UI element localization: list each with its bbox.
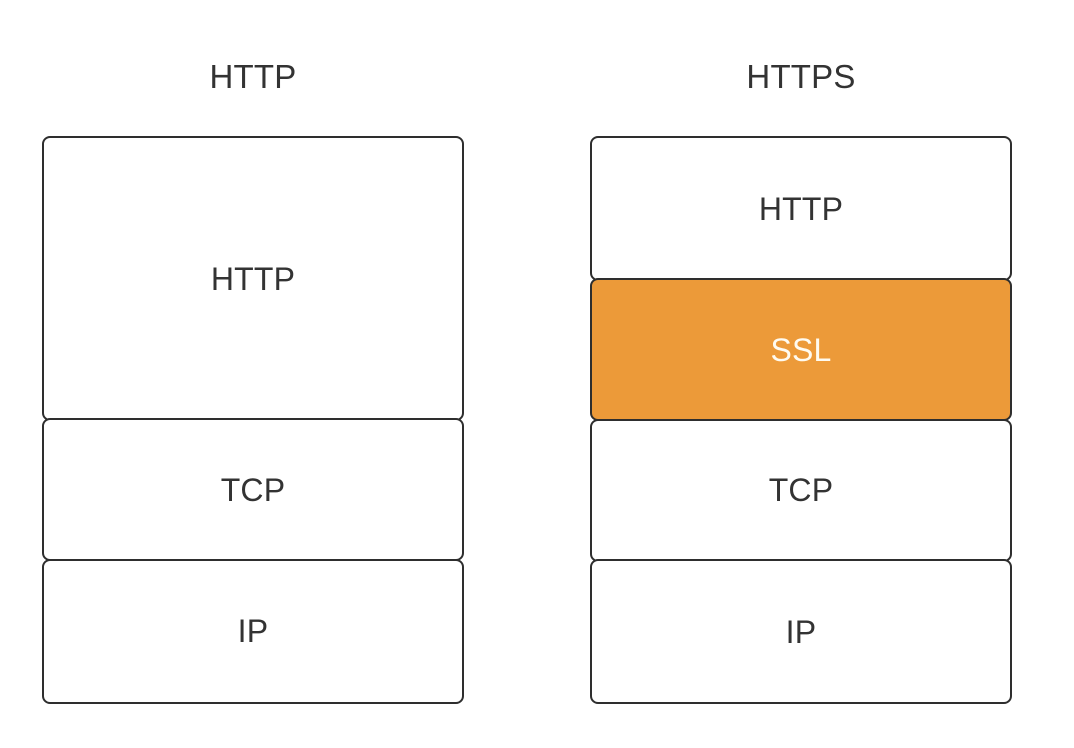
layer-box-http-transport[interactable]: TCP (42, 418, 464, 562)
layer-label: HTTP (758, 190, 844, 227)
layer-box-https-ssl[interactable]: SSL (590, 278, 1012, 422)
layer-label: TCP (768, 472, 834, 509)
layer-label: HTTP (210, 260, 296, 297)
layer-box-https-transport[interactable]: TCP (590, 418, 1012, 562)
column-title-http: HTTP (209, 58, 297, 95)
layer-label: IP (237, 613, 269, 650)
layer-label: IP (785, 613, 817, 650)
column-title-https: HTTPS (746, 58, 856, 95)
layer-box-https-network[interactable]: IP (590, 559, 1012, 705)
stack-https: HTTP SSL TCP IP (590, 136, 1012, 705)
layer-label: TCP (220, 471, 286, 508)
layer-box-http-application[interactable]: HTTP (42, 136, 464, 421)
layer-label: SSL (770, 331, 832, 368)
layer-box-http-network[interactable]: IP (42, 558, 464, 704)
stack-http: HTTP TCP IP (42, 136, 464, 704)
layer-box-https-application[interactable]: HTTP (590, 136, 1012, 281)
